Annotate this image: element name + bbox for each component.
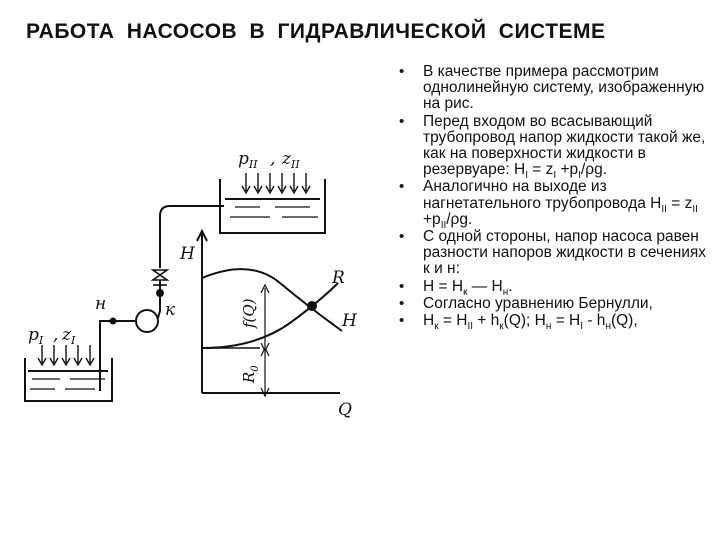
label-k: к [165, 300, 176, 320]
bullet-item-2: •Перед входом во всасывающий трубопровод… [399, 112, 706, 182]
pump-icon [135, 309, 159, 333]
bullet-item-7: •Hк = HII + hк(Q); Hн = HI - hн(Q), [399, 312, 638, 333]
suction-pipe [99, 320, 136, 391]
valve-icon [150, 269, 170, 281]
pump-system-figure: pII , zII pI , zI н к H Q R H f(Q) R0 [24, 149, 358, 420]
slide-title: РАБОТА НАСОСОВ В ГИДРАВЛИЧЕСКОЙ СИСТЕМЕ [26, 20, 606, 43]
pump-head-curve [201, 268, 343, 332]
label-h-axis: H [179, 244, 196, 264]
label-r-curve: R [331, 268, 345, 288]
bullet-list: •В качестве примера рассмотрим однолиней… [397, 63, 715, 333]
upper-pressure-arrows [241, 173, 311, 195]
lower-reservoir [24, 358, 113, 402]
operating-point [307, 301, 317, 311]
label-fq: f(Q) [240, 298, 258, 329]
bullet-item-3: •Аналогично на выходе из нагнетательного… [399, 178, 698, 231]
discharge-pipe [159, 205, 224, 268]
label-q-axis: Q [338, 400, 352, 420]
label-p1: pI [28, 325, 44, 347]
label-p2: pII [238, 149, 258, 171]
label-z2: zII [281, 149, 300, 171]
label-r0: R0 [240, 365, 261, 384]
system-curve [201, 282, 339, 349]
bullet-item-4: •С одной стороны, напор насоса равен раз… [399, 228, 707, 278]
label-n: н [95, 294, 106, 314]
bullet-item-6: •Согласно уравнению Бернулли, [399, 294, 653, 312]
label-z1: zI [61, 325, 76, 347]
bullet-item-5: •H = Hк — Hн. [399, 277, 513, 298]
lower-pressure-arrows [37, 345, 95, 367]
label-comma-2: , [53, 325, 58, 345]
label-comma: , [270, 149, 275, 169]
label-h-curve: H [341, 311, 358, 331]
bullet-item-1: •В качестве примера рассмотрим однолиней… [399, 63, 705, 113]
